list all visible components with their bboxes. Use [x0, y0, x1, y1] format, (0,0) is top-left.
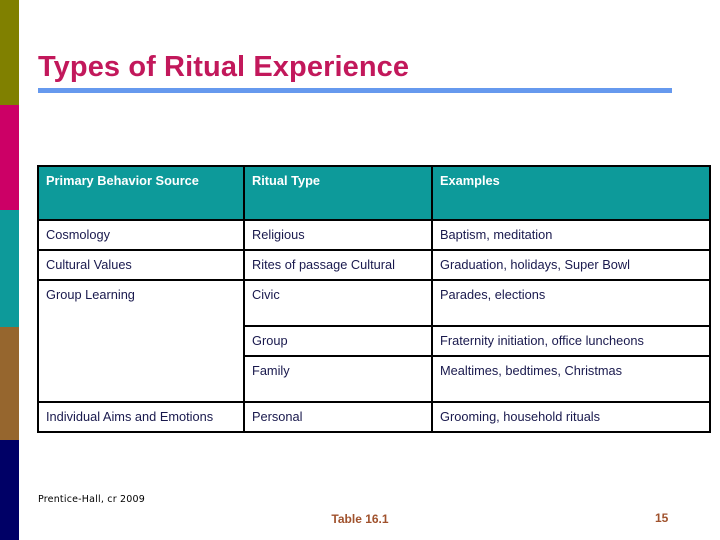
column-header-examples: Examples: [431, 165, 711, 221]
cell-type: Personal: [243, 401, 433, 433]
cell-source: Group Learning: [37, 279, 245, 403]
column-header-ritual-type: Ritual Type: [243, 165, 433, 221]
cell-source: Individual Aims and Emotions: [37, 401, 245, 433]
sidebar-segment-pink: [0, 105, 19, 210]
table-row: Group Learning Civic Parades, elections: [37, 279, 711, 403]
sidebar-segment-teal: [0, 210, 19, 327]
table-row: Cultural Values Rites of passage Cultura…: [37, 249, 711, 281]
cell-examples: Parades, elections: [431, 279, 711, 327]
cell-examples: Graduation, holidays, Super Bowl: [431, 249, 711, 281]
table-caption: Table 16.1: [331, 512, 389, 526]
sidebar-color-strip: [0, 0, 19, 540]
cell-type: Civic: [243, 279, 433, 327]
cell-type: Religious: [243, 219, 433, 251]
cell-examples: Grooming, household rituals: [431, 401, 711, 433]
ritual-types-table: Primary Behavior Source Ritual Type Exam…: [37, 165, 711, 433]
cell-source: Cosmology: [37, 219, 245, 251]
title-underline-rule: [38, 88, 672, 93]
cell-type: Rites of passage Cultural: [243, 249, 433, 281]
table-header-row: Primary Behavior Source Ritual Type Exam…: [37, 165, 711, 221]
cell-type: Group: [243, 325, 433, 357]
slide-title: Types of Ritual Experience: [38, 51, 410, 83]
cell-examples: Mealtimes, bedtimes, Christmas: [431, 355, 711, 403]
table-row: Cosmology Religious Baptism, meditation: [37, 219, 711, 251]
cell-source: Cultural Values: [37, 249, 245, 281]
table-row: Group Fraternity initiation, office lunc…: [38, 325, 711, 357]
table-row: Individual Aims and Emotions Personal Gr…: [37, 401, 711, 433]
sidebar-segment-brown: [0, 327, 19, 440]
sidebar-segment-navy: [0, 440, 19, 540]
sidebar-segment-olive: [0, 0, 19, 105]
publisher-credit: Prentice-Hall, cr 2009: [38, 494, 145, 505]
page-number: 15: [655, 511, 669, 525]
cell-examples: Fraternity initiation, office luncheons: [431, 325, 711, 357]
column-header-primary-behavior-source: Primary Behavior Source: [37, 165, 245, 221]
cell-examples: Baptism, meditation: [431, 219, 711, 251]
cell-type: Family: [243, 355, 433, 403]
table-row: Family Mealtimes, bedtimes, Christmas: [38, 355, 711, 403]
